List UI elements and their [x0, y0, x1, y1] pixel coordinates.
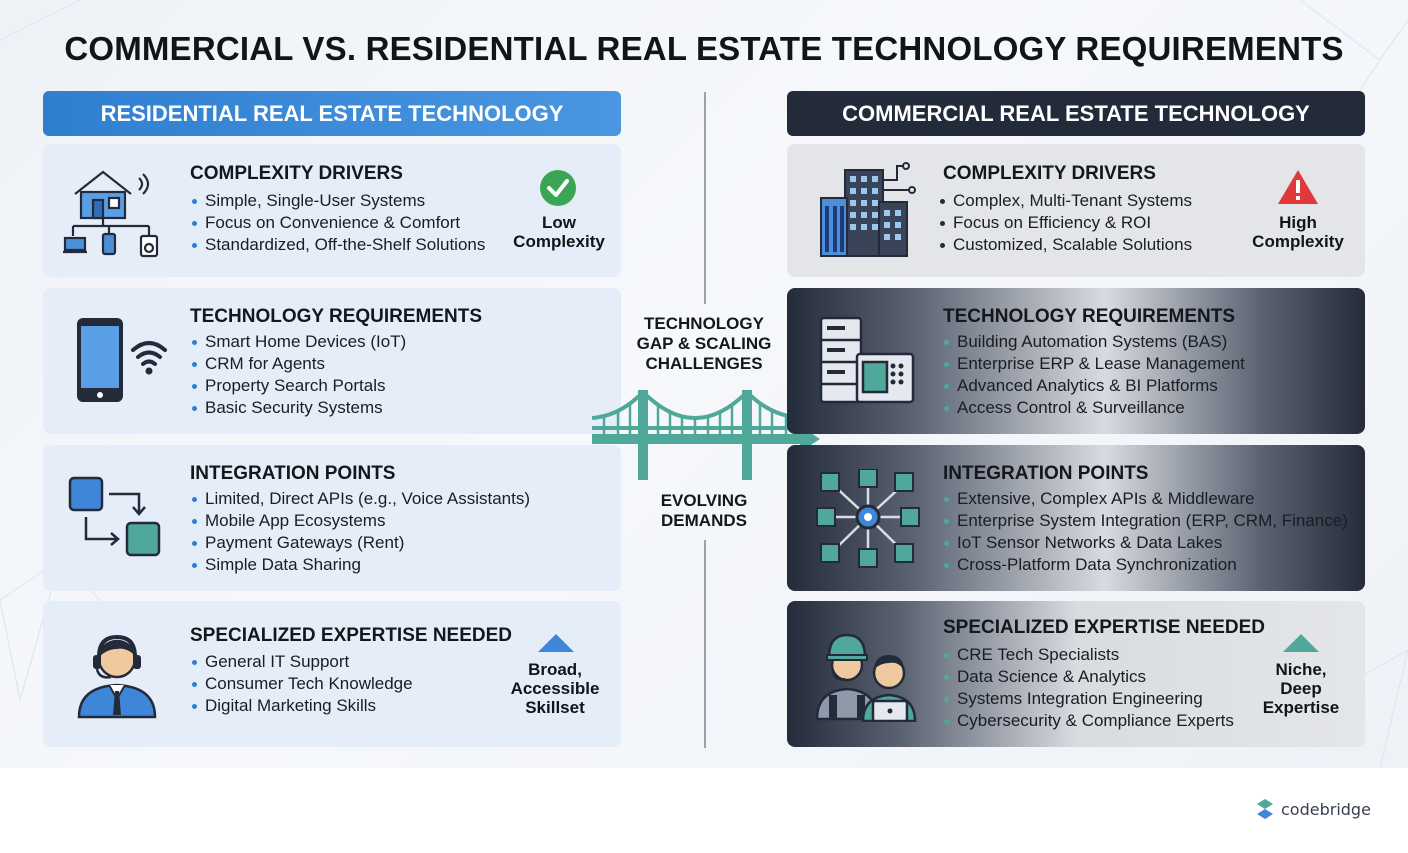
residential-complexity-card: COMPLEXITY DRIVERS Simple, Single-User S…: [43, 144, 621, 277]
card-title: COMPLEXITY DRIVERS: [943, 163, 1156, 184]
badge-line: Niche,: [1275, 660, 1327, 679]
gap-label-line: TECHNOLOGY: [644, 314, 764, 333]
residential-column-header: RESIDENTIAL REAL ESTATE TECHNOLOGY: [43, 91, 621, 136]
engineer-team-icon: [815, 633, 917, 722]
commercial-technology-card: TECHNOLOGY REQUIREMENTS Building Automat…: [787, 288, 1365, 434]
network-hub-icon: [816, 469, 920, 568]
gap-label: TECHNOLOGY GAP & SCALING CHALLENGES: [620, 314, 788, 374]
bullet-list: Limited, Direct APIs (e.g., Voice Assist…: [190, 488, 530, 576]
server-control-panel-icon: [819, 316, 915, 404]
commercial-expertise-card: SPECIALIZED EXPERTISE NEEDED CRE Tech Sp…: [787, 601, 1365, 747]
list-item: Extensive, Complex APIs & Middleware: [942, 488, 1348, 510]
codebridge-logo: codebridge: [1255, 798, 1371, 820]
badge-line: Expertise: [1262, 698, 1340, 717]
list-item: General IT Support: [190, 651, 413, 673]
card-title: COMPLEXITY DRIVERS: [190, 163, 403, 184]
page-title: COMMERCIAL VS. RESIDENTIAL REAL ESTATE T…: [64, 30, 1344, 67]
list-item: Basic Security Systems: [190, 397, 406, 419]
badge-line: Low: [542, 213, 576, 232]
evolving-label-line: DEMANDS: [661, 511, 747, 530]
list-item: Focus on Efficiency & ROI: [938, 212, 1192, 234]
badge-line: Complexity: [513, 232, 605, 251]
red-warning-icon: [1278, 170, 1318, 204]
list-item: Customized, Scalable Solutions: [938, 234, 1192, 256]
list-item: Digital Marketing Skills: [190, 695, 413, 717]
list-item: Property Search Portals: [190, 375, 406, 397]
card-title: SPECIALIZED EXPERTISE NEEDED: [190, 625, 513, 646]
card-title: INTEGRATION POINTS: [190, 463, 396, 484]
list-item: Systems Integration Engineering: [942, 688, 1234, 710]
list-item: CRM for Agents: [190, 353, 406, 375]
commercial-column-header: COMMERCIAL REAL ESTATE TECHNOLOGY: [787, 91, 1365, 136]
list-item: Payment Gateways (Rent): [190, 532, 530, 554]
bullet-list: General IT Support Consumer Tech Knowled…: [190, 651, 413, 717]
gap-label-line: CHALLENGES: [645, 354, 763, 373]
expertise-badge: Broad, Accessible Skillset: [505, 660, 605, 717]
list-item: Limited, Direct APIs (e.g., Voice Assist…: [190, 488, 530, 510]
bullet-list: Smart Home Devices (IoT) CRM for Agents …: [190, 331, 406, 419]
commercial-integration-card: INTEGRATION POINTS Extensive, Complex AP…: [787, 445, 1365, 591]
card-title: SPECIALIZED EXPERTISE NEEDED: [943, 617, 1266, 638]
list-item: Enterprise ERP & Lease Management: [942, 353, 1245, 375]
bullet-list: Extensive, Complex APIs & Middleware Ent…: [942, 488, 1348, 576]
residential-expertise-card: SPECIALIZED EXPERTISE NEEDED General IT …: [43, 601, 621, 747]
list-item: Access Control & Surveillance: [942, 397, 1245, 419]
list-item: CRE Tech Specialists: [942, 644, 1234, 666]
badge-line: Complexity: [1252, 232, 1344, 251]
commercial-complexity-card: COMPLEXITY DRIVERS Complex, Multi-Tenant…: [787, 144, 1365, 277]
list-item: Complex, Multi-Tenant Systems: [938, 190, 1192, 212]
logo-text: codebridge: [1281, 799, 1371, 819]
badge-line: Accessible: [510, 679, 600, 698]
list-item: Focus on Convenience & Comfort: [190, 212, 485, 234]
badge-line: High: [1279, 213, 1317, 232]
list-item: Advanced Analytics & BI Platforms: [942, 375, 1245, 397]
green-check-icon: [540, 170, 576, 206]
badge-line: Skillset: [525, 698, 585, 717]
list-item: Data Science & Analytics: [942, 666, 1234, 688]
bullet-list: Complex, Multi-Tenant Systems Focus on E…: [938, 190, 1192, 256]
bullet-list: CRE Tech Specialists Data Science & Anal…: [942, 644, 1234, 732]
evolving-label-line: EVOLVING: [660, 491, 748, 510]
list-item: IoT Sensor Networks & Data Lakes: [942, 532, 1348, 554]
blue-triangle-icon: [538, 634, 574, 652]
list-item: Smart Home Devices (IoT): [190, 331, 406, 353]
list-item: Simple, Single-User Systems: [190, 190, 485, 212]
list-item: Mobile App Ecosystems: [190, 510, 530, 532]
residential-integration-card: INTEGRATION POINTS Limited, Direct APIs …: [43, 445, 621, 591]
list-item: Consumer Tech Knowledge: [190, 673, 413, 695]
residential-technology-card: TECHNOLOGY REQUIREMENTS Smart Home Devic…: [43, 288, 621, 434]
card-title: TECHNOLOGY REQUIREMENTS: [943, 306, 1236, 327]
card-title: TECHNOLOGY REQUIREMENTS: [190, 306, 483, 327]
evolving-label: EVOLVING DEMANDS: [620, 491, 788, 531]
list-item: Standardized, Off-the-Shelf Solutions: [190, 234, 485, 256]
expertise-badge: Niche, Deep Expertise: [1251, 660, 1351, 717]
codebridge-logo-icon: [1257, 799, 1273, 819]
list-item: Building Automation Systems (BAS): [942, 331, 1245, 353]
list-item: Cross-Platform Data Synchronization: [942, 554, 1348, 576]
simple-flow-icon: [68, 476, 161, 557]
center-divider-top: [704, 92, 706, 304]
list-item: Simple Data Sharing: [190, 554, 530, 576]
support-agent-icon: [77, 634, 157, 719]
complexity-badge: High Complexity: [1248, 213, 1348, 251]
gap-label-line: GAP & SCALING: [636, 334, 772, 353]
list-item: Cybersecurity & Compliance Experts: [942, 710, 1234, 732]
card-title: INTEGRATION POINTS: [943, 463, 1149, 484]
office-building-icon: [820, 162, 916, 257]
badge-line: Broad,: [528, 660, 582, 679]
bullet-list: Building Automation Systems (BAS) Enterp…: [942, 331, 1245, 419]
teal-triangle-icon: [1283, 634, 1319, 652]
list-item: Enterprise System Integration (ERP, CRM,…: [942, 510, 1348, 532]
complexity-badge: Low Complexity: [509, 213, 609, 251]
bullet-list: Simple, Single-User Systems Focus on Con…: [190, 190, 485, 256]
smart-home-icon: [63, 170, 159, 258]
badge-line: Deep: [1280, 679, 1322, 698]
center-divider-bottom: [704, 540, 706, 748]
smartphone-wifi-icon: [77, 318, 167, 402]
